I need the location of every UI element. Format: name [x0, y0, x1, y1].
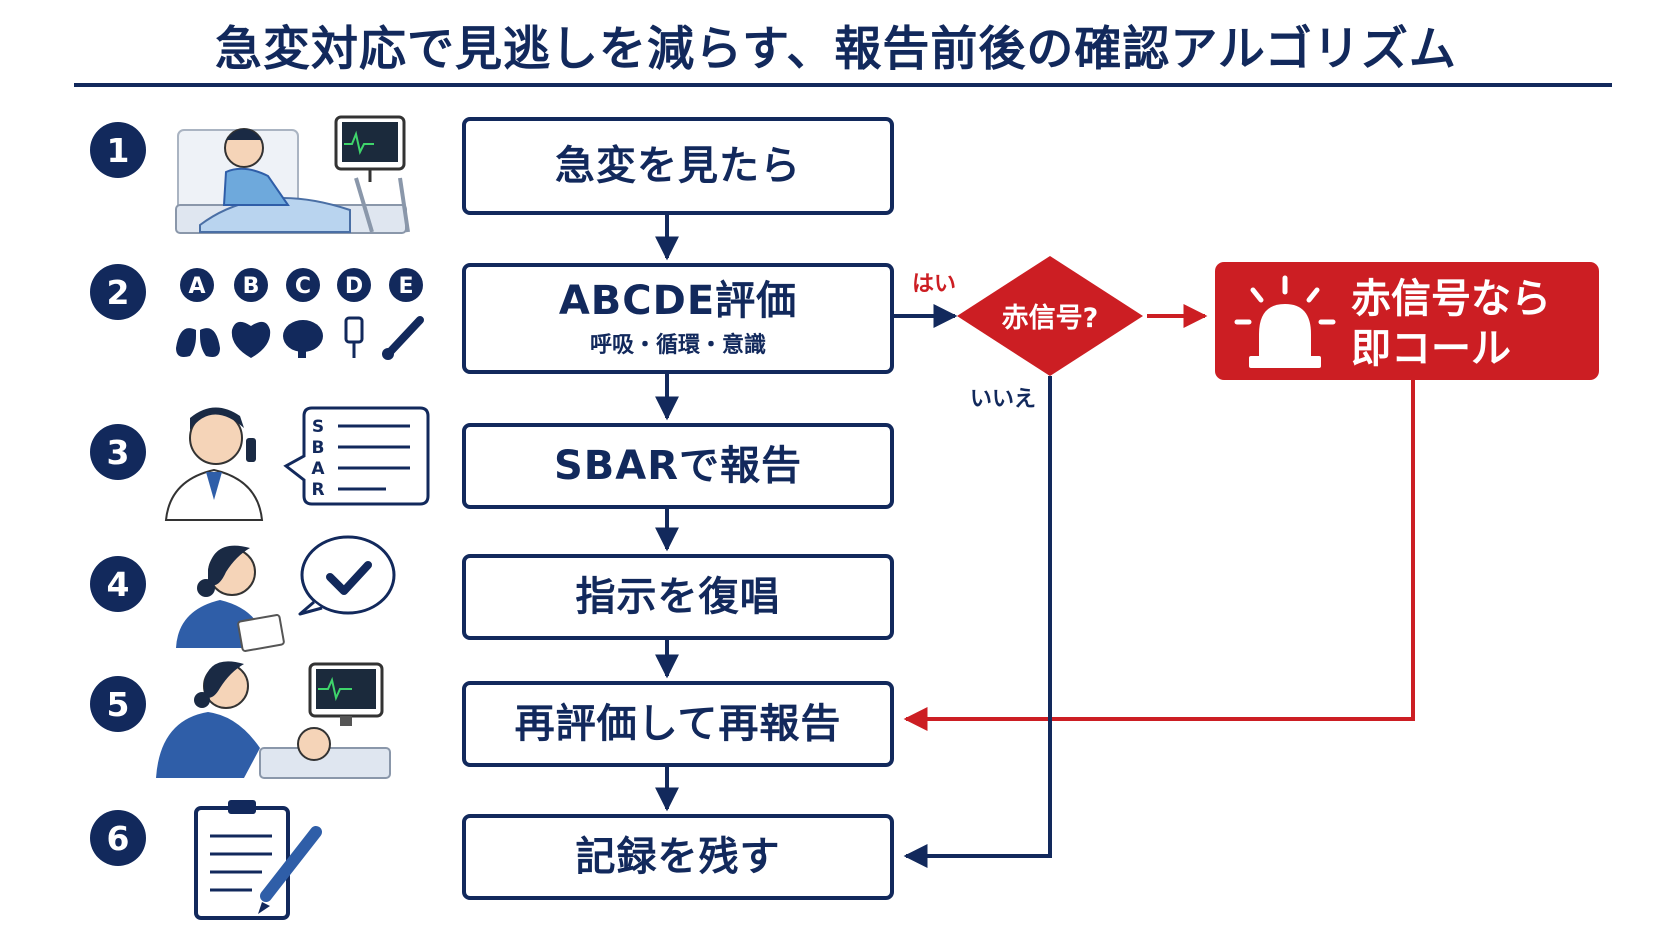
title-divider	[74, 83, 1612, 87]
sbar-letter-a: A	[311, 459, 325, 479]
siren-icon	[1234, 275, 1336, 368]
step-6-label: 記録を残す	[575, 834, 781, 880]
sbar-letter-s: S	[312, 417, 324, 437]
arrow-no-to-step6	[903, 376, 1052, 868]
step-2-label: ABCDE評価	[558, 277, 798, 324]
step-4-badge: 4	[90, 556, 146, 612]
abcde-circles	[180, 268, 423, 302]
doctor-on-phone-icon	[164, 407, 264, 521]
step-5-label: 再評価して再報告	[514, 701, 842, 747]
arrow-alert-to-step5	[903, 380, 1415, 731]
step-5-box: 再評価して再報告	[462, 681, 894, 767]
thermometer-icon	[382, 316, 424, 360]
step-1-box: 急変を見たら	[462, 117, 894, 215]
alert-line-2: 即コール	[1351, 326, 1511, 372]
sbar-note-icon	[283, 406, 430, 506]
step-3-label: SBARで報告	[553, 443, 803, 489]
step-2-box: ABCDE評価 呼吸・循環・意識	[462, 263, 894, 374]
abcde-letter-d: D	[345, 274, 363, 299]
sbar-letter-b: B	[312, 438, 325, 458]
decision-diamond	[957, 256, 1143, 376]
page-title: 急変対応で見逃しを減らす、報告前後の確認アルゴリズム	[215, 22, 1457, 77]
step-1-label: 急変を見たら	[555, 143, 801, 189]
step-3-badge: 3	[90, 424, 146, 480]
step-4-label: 指示を復唱	[575, 574, 781, 620]
nurse-with-patient-icon	[156, 661, 391, 779]
step-5-badge: 5	[90, 676, 146, 732]
step-3-box: SBARで報告	[462, 423, 894, 509]
lungs-icon	[176, 318, 220, 357]
vital-monitor-icon	[308, 662, 384, 726]
sbar-letter-r: R	[311, 480, 324, 500]
check-bubble-icon	[298, 535, 396, 616]
patient-in-bed-icon	[175, 128, 410, 234]
abcde-letter-e: E	[398, 274, 413, 299]
nurse-icon	[176, 545, 285, 652]
vital-monitor-icon	[334, 115, 406, 182]
clipboard-pen-icon	[194, 800, 322, 920]
decision-no-label: いいえ	[970, 387, 1037, 412]
heart-icon	[231, 321, 271, 358]
step-6-badge: 6	[90, 810, 146, 866]
alert-box: 赤信号なら 即コール	[1215, 262, 1599, 380]
abcde-letter-c: C	[295, 274, 311, 299]
step-6-box: 記録を残す	[462, 814, 894, 900]
iv-drip-icon	[344, 316, 364, 358]
step-2-badge: 2	[90, 264, 146, 320]
alert-line-1: 赤信号なら	[1351, 276, 1551, 322]
alert-text: 赤信号なら 即コール	[1351, 274, 1551, 374]
abcde-letter-b: B	[243, 274, 260, 299]
abcde-letter-a: A	[188, 274, 205, 299]
step-2-sublabel: 呼吸・循環・意識	[589, 332, 766, 358]
decision-question: 赤信号?	[1001, 303, 1099, 334]
step-4-box: 指示を復唱	[462, 554, 894, 640]
brain-icon	[283, 320, 323, 358]
step-1-badge: 1	[90, 122, 146, 178]
decision-yes-label: はい	[912, 272, 957, 297]
